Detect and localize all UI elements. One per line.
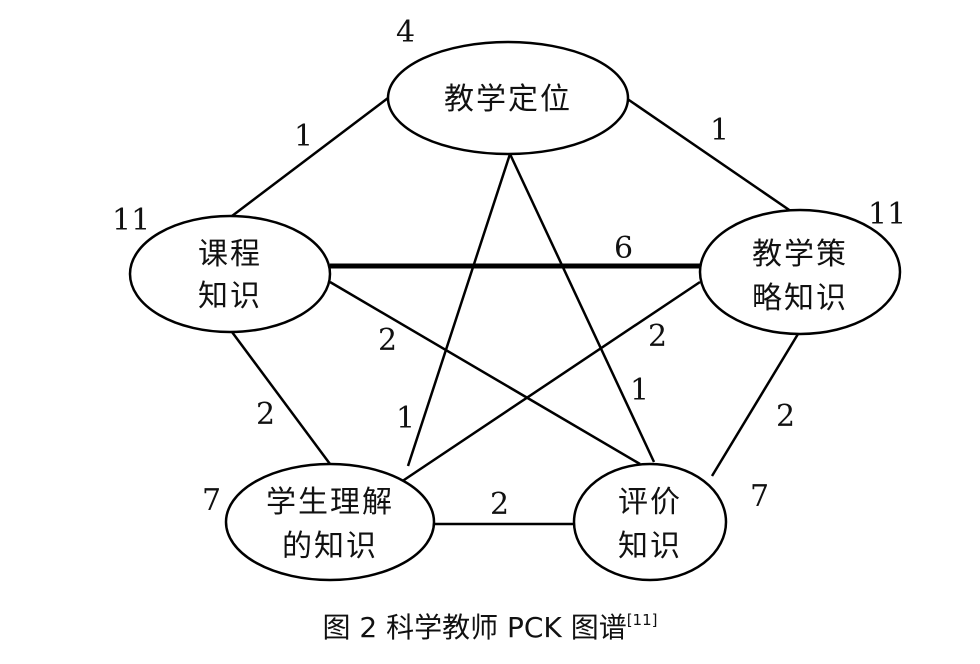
caption-text: 图 2 科学教师 PCK 图谱 bbox=[322, 611, 627, 644]
node-label-line: 学生理解 bbox=[266, 485, 394, 520]
degree-curriculum: 11 bbox=[112, 203, 150, 238]
node-label-line: 知识 bbox=[198, 279, 262, 314]
edge-weight: 2 bbox=[776, 399, 795, 434]
edge-orientation-student bbox=[406, 153, 512, 467]
degree-strategy: 11 bbox=[868, 197, 906, 232]
node-student-understanding: 学生理解 的知识 bbox=[224, 462, 436, 582]
degree-student-understanding: 7 bbox=[202, 483, 221, 518]
node-label-line: 教学定位 bbox=[444, 82, 572, 117]
node-label-line: 的知识 bbox=[282, 529, 378, 564]
node-teaching-orientation: 教学定位 bbox=[386, 40, 630, 156]
edge-orientation-curriculum bbox=[231, 97, 389, 217]
degree-teaching-orientation: 4 bbox=[396, 15, 415, 50]
edge-weight: 1 bbox=[396, 401, 415, 436]
edge-curriculum-assessment bbox=[329, 280, 641, 466]
edge-curriculum-student bbox=[230, 331, 332, 465]
pck-diagram: 教学定位 课程 知识 教学策 略知识 学生理解 的知识 评价 知识 4 11 1… bbox=[112, 15, 906, 582]
degree-assessment: 7 bbox=[750, 479, 769, 514]
edge-weight: 2 bbox=[256, 397, 275, 432]
node-label-line: 知识 bbox=[618, 529, 682, 564]
edge-strategy-assessment bbox=[710, 333, 800, 477]
edge-weight: 1 bbox=[710, 113, 729, 148]
edge-orientation-assessment bbox=[508, 153, 656, 463]
node-label-line: 课程 bbox=[198, 237, 262, 272]
node-label-line: 评价 bbox=[618, 485, 682, 520]
edge-weight: 2 bbox=[648, 319, 667, 354]
node-strategy: 教学策 略知识 bbox=[698, 208, 902, 336]
node-assessment: 评价 知识 bbox=[572, 462, 728, 582]
node-label-line: 略知识 bbox=[752, 281, 848, 316]
edge-weight: 2 bbox=[490, 487, 509, 522]
edge-strategy-student bbox=[397, 280, 701, 486]
node-curriculum: 课程 知识 bbox=[128, 214, 332, 334]
edge-weight: 1 bbox=[294, 119, 313, 154]
caption-reference: [11] bbox=[626, 611, 658, 629]
figure-caption: 图 2 科学教师 PCK 图谱[11] bbox=[0, 606, 980, 646]
node-label-line: 教学策 bbox=[752, 237, 848, 272]
edge-weight: 6 bbox=[614, 231, 633, 266]
edge-orientation-strategy bbox=[625, 96, 799, 218]
edge-weight: 1 bbox=[630, 373, 649, 408]
edge-weight: 2 bbox=[378, 323, 397, 358]
